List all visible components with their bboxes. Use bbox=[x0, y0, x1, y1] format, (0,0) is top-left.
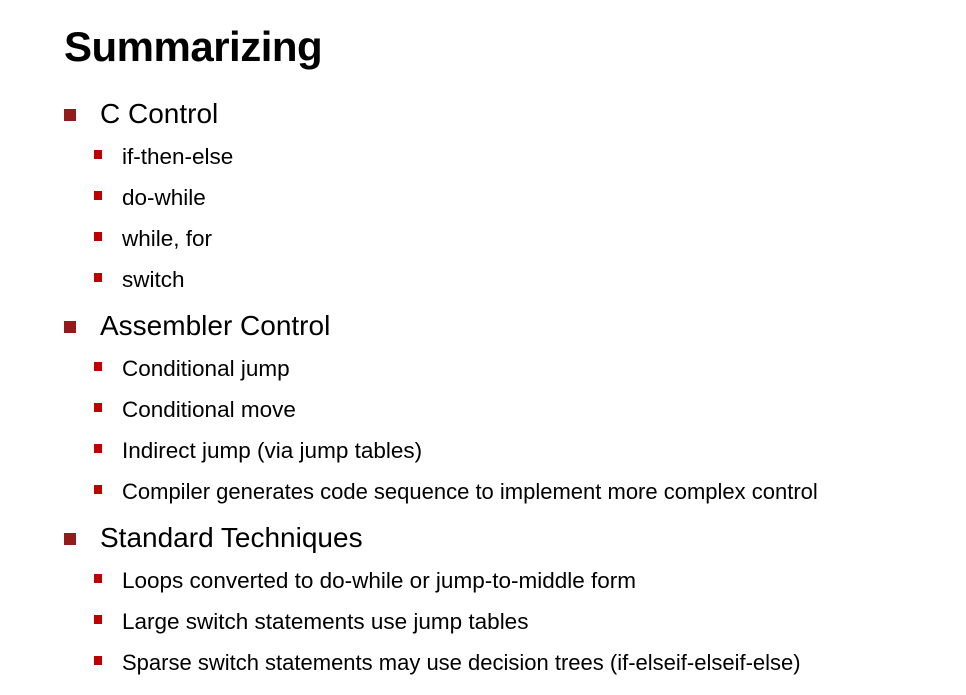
list-item-label: Loops converted to do-while or jump-to-m… bbox=[122, 568, 636, 593]
list-item-label: do-while bbox=[122, 185, 206, 210]
slide-title: Summarizing bbox=[64, 23, 323, 70]
list-item-label: Indirect jump (via jump tables) bbox=[122, 438, 423, 463]
list-item-label: if-then-else bbox=[122, 144, 234, 169]
list-item-label: Conditional move bbox=[122, 397, 296, 422]
square-bullet-icon bbox=[94, 656, 102, 665]
section-heading-standard-techniques: Standard Techniques bbox=[64, 521, 363, 555]
list-item: Large switch statements use jump tables bbox=[94, 608, 529, 636]
square-bullet-icon bbox=[94, 403, 102, 412]
list-item: Compiler generates code sequence to impl… bbox=[94, 478, 818, 506]
square-bullet-icon bbox=[94, 444, 102, 453]
square-bullet-icon bbox=[64, 533, 76, 545]
square-bullet-icon bbox=[94, 362, 102, 371]
list-item-label: switch bbox=[122, 267, 185, 292]
list-item-label: Sparse switch statements may use decisio… bbox=[122, 650, 801, 675]
square-bullet-icon bbox=[94, 574, 102, 583]
section-heading-label: Standard Techniques bbox=[100, 522, 363, 553]
section-heading-label: C Control bbox=[100, 98, 219, 129]
list-item: if-then-else bbox=[94, 143, 234, 171]
list-item-label: Large switch statements use jump tables bbox=[122, 609, 529, 634]
list-item: while, for bbox=[94, 225, 213, 253]
section-heading-c-control: C Control bbox=[64, 97, 219, 131]
square-bullet-icon bbox=[64, 109, 76, 121]
square-bullet-icon bbox=[94, 150, 102, 159]
square-bullet-icon bbox=[94, 615, 102, 624]
list-item-label: Conditional jump bbox=[122, 356, 290, 381]
list-item: switch bbox=[94, 266, 185, 294]
square-bullet-icon bbox=[94, 232, 102, 241]
list-item-label: Compiler generates code sequence to impl… bbox=[122, 479, 818, 504]
square-bullet-icon bbox=[64, 321, 76, 333]
list-item: Conditional jump bbox=[94, 355, 290, 383]
list-item: Sparse switch statements may use decisio… bbox=[94, 649, 801, 677]
list-item: Indirect jump (via jump tables) bbox=[94, 437, 423, 465]
section-heading-assembler-control: Assembler Control bbox=[64, 309, 331, 343]
list-item: do-while bbox=[94, 184, 206, 212]
square-bullet-icon bbox=[94, 191, 102, 200]
list-item: Conditional move bbox=[94, 396, 296, 424]
list-item: Loops converted to do-while or jump-to-m… bbox=[94, 567, 636, 595]
square-bullet-icon bbox=[94, 273, 102, 282]
section-heading-label: Assembler Control bbox=[100, 310, 331, 341]
list-item-label: while, for bbox=[122, 226, 213, 251]
square-bullet-icon bbox=[94, 485, 102, 494]
